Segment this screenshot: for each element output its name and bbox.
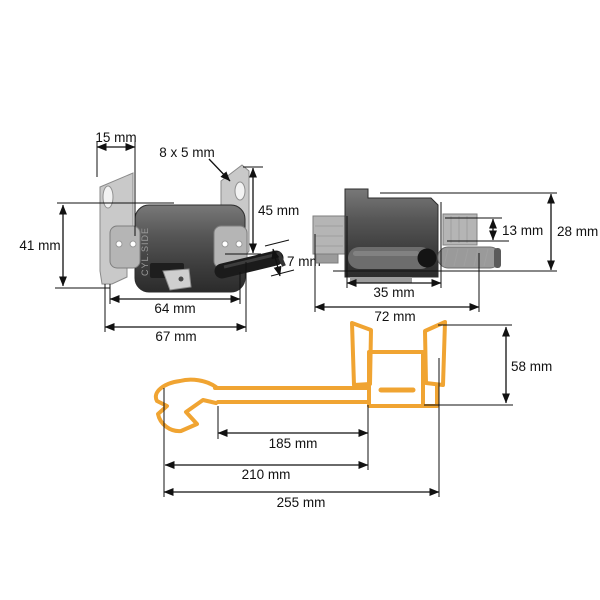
overall-width-label: 67 mm xyxy=(155,329,196,344)
front-right-mount-hole xyxy=(234,181,246,201)
coil-body-marking: CYL.SIDE xyxy=(140,227,150,276)
side-lead-wire-end xyxy=(494,248,501,268)
side-body-base xyxy=(350,277,412,283)
left-foot-rivet-1 xyxy=(115,240,123,248)
dim-body-width: 64 mm xyxy=(109,272,241,316)
dim-height-left: 41 mm xyxy=(19,202,174,289)
mount-hole-label: 8 x 5 mm xyxy=(159,145,215,160)
dim-overall-length: 255 mm xyxy=(163,358,440,510)
dim-core-end-height: 13 mm xyxy=(445,217,543,242)
side-view xyxy=(312,188,501,283)
dim-overall-depth: 72 mm xyxy=(314,234,480,324)
body-width-label: 64 mm xyxy=(154,301,195,316)
core-end-height-label: 13 mm xyxy=(502,223,543,238)
side-core-left xyxy=(312,215,346,255)
outline-body-step xyxy=(421,383,439,408)
bracket-width-label: 15 mm xyxy=(95,130,136,145)
front-left-mount-hole xyxy=(102,185,114,209)
wire-diameter-label: 7 mm xyxy=(287,254,321,269)
bracket-height-label: 45 mm xyxy=(258,203,299,218)
right-foot-rivet-2 xyxy=(235,240,243,248)
dim-lead-with-boot: 210 mm xyxy=(163,388,369,497)
dim-overall-width: 67 mm xyxy=(104,262,247,344)
outline-coil-body xyxy=(367,350,425,408)
coil-height-label: 58 mm xyxy=(511,359,552,374)
spade-terminal xyxy=(162,268,192,291)
lead-with-boot-label: 210 mm xyxy=(242,467,291,482)
dim-body-depth: 35 mm xyxy=(346,202,442,300)
lead-length-label: 185 mm xyxy=(269,436,318,451)
dim-bracket-height: 45 mm xyxy=(225,166,299,255)
dim-wire-diameter: 7 mm xyxy=(264,239,321,277)
outline-right-wing xyxy=(423,320,447,387)
spade-terminal-hole xyxy=(178,276,184,282)
side-core-right xyxy=(442,213,478,246)
side-core-left-foot xyxy=(315,253,339,264)
front-view: CYL.SIDE xyxy=(99,164,286,293)
dim-bracket-width: 15 mm xyxy=(95,130,137,236)
left-foot-rivet-2 xyxy=(129,240,137,248)
outline-spark-plug-boot xyxy=(153,377,218,434)
hv-lead-wire xyxy=(214,250,284,279)
side-lead-channel-highlight xyxy=(353,251,419,256)
dim-coil-height: 58 mm xyxy=(424,324,552,406)
right-foot-rivet-1 xyxy=(221,240,229,248)
side-lead-bore xyxy=(417,248,437,268)
dim-lead-length: 185 mm xyxy=(217,405,369,470)
height-left-label: 41 mm xyxy=(19,238,60,253)
overall-length-label: 255 mm xyxy=(277,495,326,510)
body-depth-label: 35 mm xyxy=(373,285,414,300)
overall-height-label: 28 mm xyxy=(557,224,598,239)
overall-depth-label: 72 mm xyxy=(374,309,415,324)
lead-outline-view xyxy=(153,320,447,434)
front-left-bracket-foot xyxy=(109,225,141,269)
dim-overall-height: 28 mm xyxy=(333,192,598,272)
dim-mount-hole: 8 x 5 mm xyxy=(159,145,231,182)
hv-lead-wire-highlight xyxy=(223,253,275,269)
